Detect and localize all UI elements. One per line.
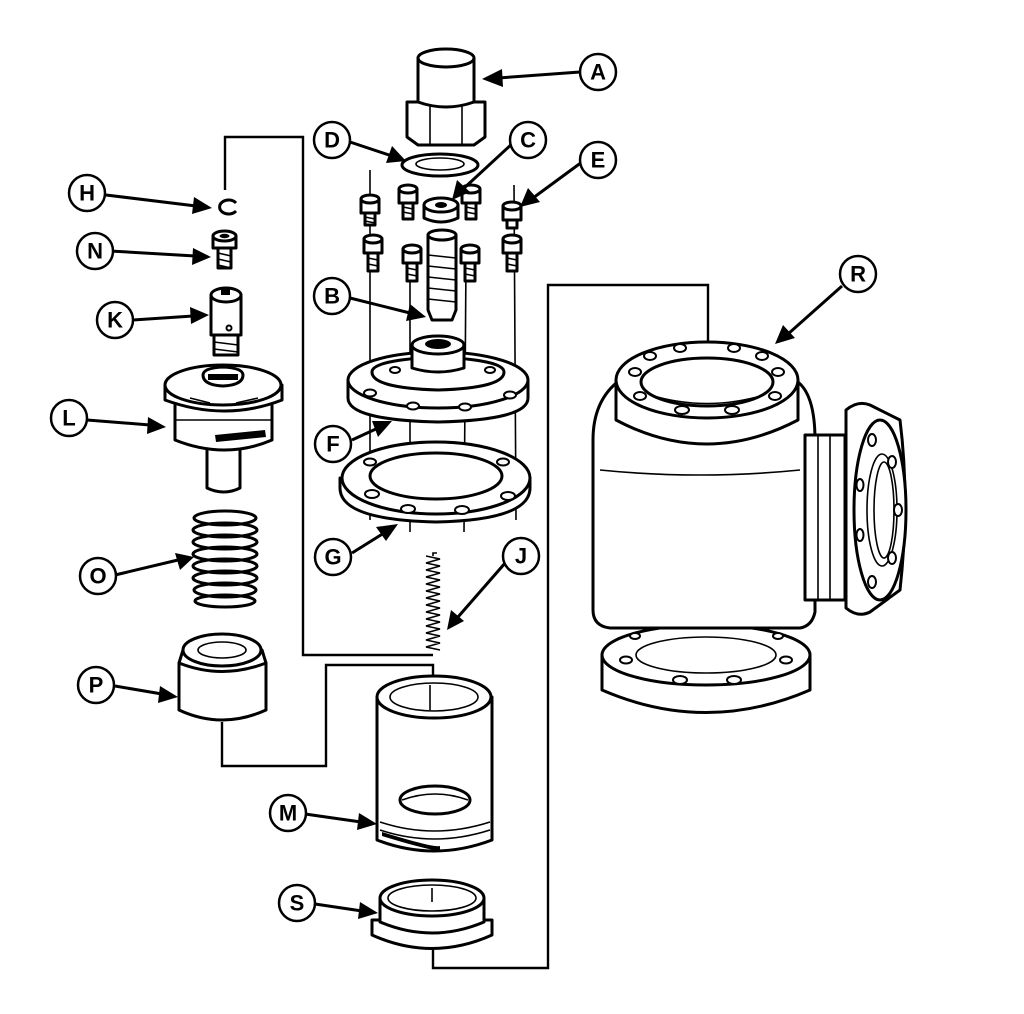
- callout-d: D: [312, 120, 352, 160]
- callout-b-label: B: [324, 284, 340, 309]
- callout-a-label: A: [590, 60, 606, 85]
- callout-j: J: [501, 536, 541, 576]
- part-e-screws: [359, 183, 523, 283]
- callout-o-label: O: [89, 564, 106, 589]
- callout-f-label: F: [326, 432, 339, 457]
- callout-k: K: [95, 300, 135, 340]
- callout-m-label: M: [279, 801, 297, 826]
- callout-e-label: E: [591, 148, 606, 173]
- callout-r: R: [838, 254, 878, 294]
- part-p-cup: [177, 632, 268, 722]
- callout-k-label: K: [107, 308, 123, 333]
- callout-c: C: [508, 120, 548, 160]
- leader-arrows: [86, 69, 843, 919]
- callout-m: M: [268, 793, 308, 833]
- callout-p: P: [76, 665, 116, 705]
- callout-r-label: R: [850, 262, 866, 287]
- callout-j-label: J: [515, 544, 527, 569]
- callout-g-label: G: [324, 545, 341, 570]
- callout-f: F: [313, 424, 353, 464]
- part-r-valve-body: [591, 340, 908, 714]
- callout-h-label: H: [79, 181, 95, 206]
- callout-b: B: [312, 276, 352, 316]
- callout-e: E: [578, 140, 618, 180]
- part-l-housing: [163, 363, 284, 494]
- part-a-fitting: [405, 47, 487, 147]
- part-n-screw: [211, 229, 238, 270]
- callout-n-label: N: [87, 239, 103, 264]
- part-m-cylinder: [375, 674, 494, 853]
- part-o-spring: [191, 509, 259, 609]
- callout-l-label: L: [62, 406, 75, 431]
- callout-h: H: [67, 173, 107, 213]
- part-g-gasket: [338, 440, 532, 524]
- part-f-bonnet: [346, 334, 530, 424]
- callout-l: L: [49, 398, 89, 438]
- assembly-wires: [220, 135, 710, 970]
- part-c-nut: [422, 196, 460, 224]
- part-k-pin: [209, 286, 243, 357]
- callout-a: A: [578, 52, 618, 92]
- part-s-cap: [370, 878, 494, 950]
- callout-g: G: [313, 537, 353, 577]
- part-j-spring: [425, 552, 441, 651]
- callout-s-label: S: [290, 891, 305, 916]
- part-h-snap-ring: [218, 198, 238, 216]
- part-d-washer: [400, 152, 480, 178]
- callout-d-label: D: [324, 128, 340, 153]
- callout-p-label: P: [89, 673, 104, 698]
- part-b-stem: [426, 228, 458, 322]
- callout-n: N: [75, 231, 115, 271]
- callout-o: O: [78, 556, 118, 596]
- callout-c-label: C: [520, 128, 536, 153]
- callout-s: S: [277, 883, 317, 923]
